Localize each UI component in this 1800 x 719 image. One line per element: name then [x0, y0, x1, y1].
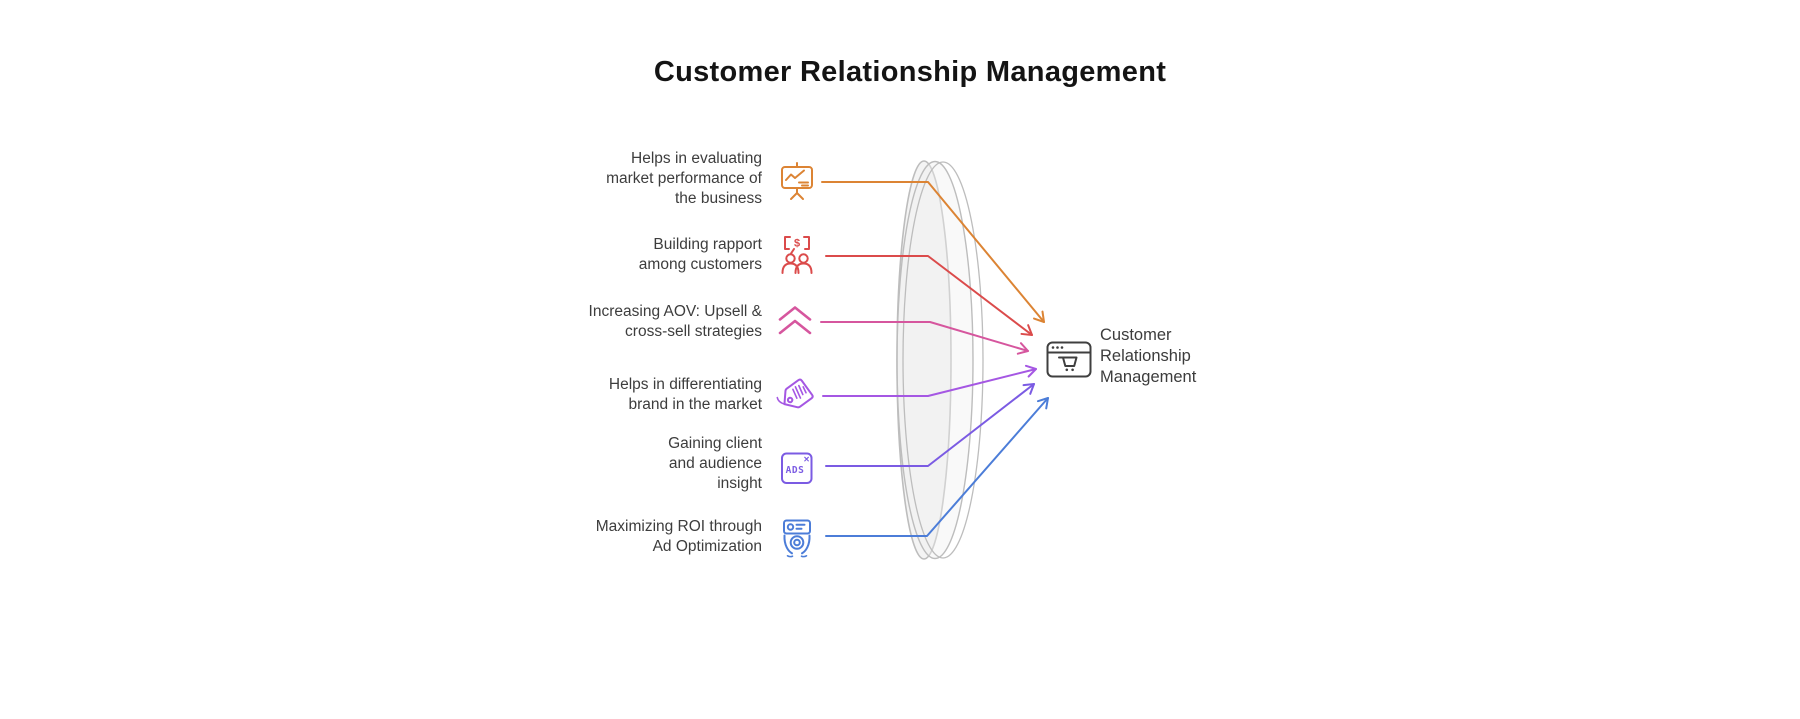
factor-label-insight: Gaining client and audience insight	[668, 435, 762, 492]
result-label: Customer Relationship Management	[1100, 326, 1197, 386]
factor-label-rapport: Building rapport among customers	[638, 236, 762, 273]
factor-label-market-performance: Helps in evaluating market performance o…	[606, 150, 762, 207]
connector-aov	[820, 321, 1029, 355]
presentation-chart-icon	[781, 162, 813, 200]
connector-rapport	[825, 255, 1033, 336]
price-tag-icon	[776, 378, 814, 409]
dollar-glyph: $	[794, 238, 800, 250]
customers-dollar-icon: $	[781, 236, 813, 274]
ads-glyph: ADS	[786, 465, 805, 476]
double-chevron-up-icon	[778, 306, 812, 335]
connector-insight	[825, 383, 1035, 467]
factor-label-roi: Maximizing ROI through Ad Optimization	[595, 518, 762, 555]
lens	[896, 160, 984, 560]
connector-brand	[822, 364, 1037, 397]
ads-box-icon: ADS ×	[781, 452, 813, 484]
diagram-title: Customer Relationship Management	[653, 56, 1167, 88]
factor-label-aov: Increasing AOV: Upsell & cross-sell stra…	[588, 303, 762, 340]
connector-roi	[825, 397, 1049, 537]
factor-label-brand: Helps in differentiating brand in the ma…	[608, 376, 762, 413]
close-glyph: ×	[804, 455, 810, 466]
dome-camera-icon	[783, 519, 811, 558]
browser-cart-icon	[1046, 341, 1092, 378]
connector-market-performance	[821, 181, 1045, 323]
